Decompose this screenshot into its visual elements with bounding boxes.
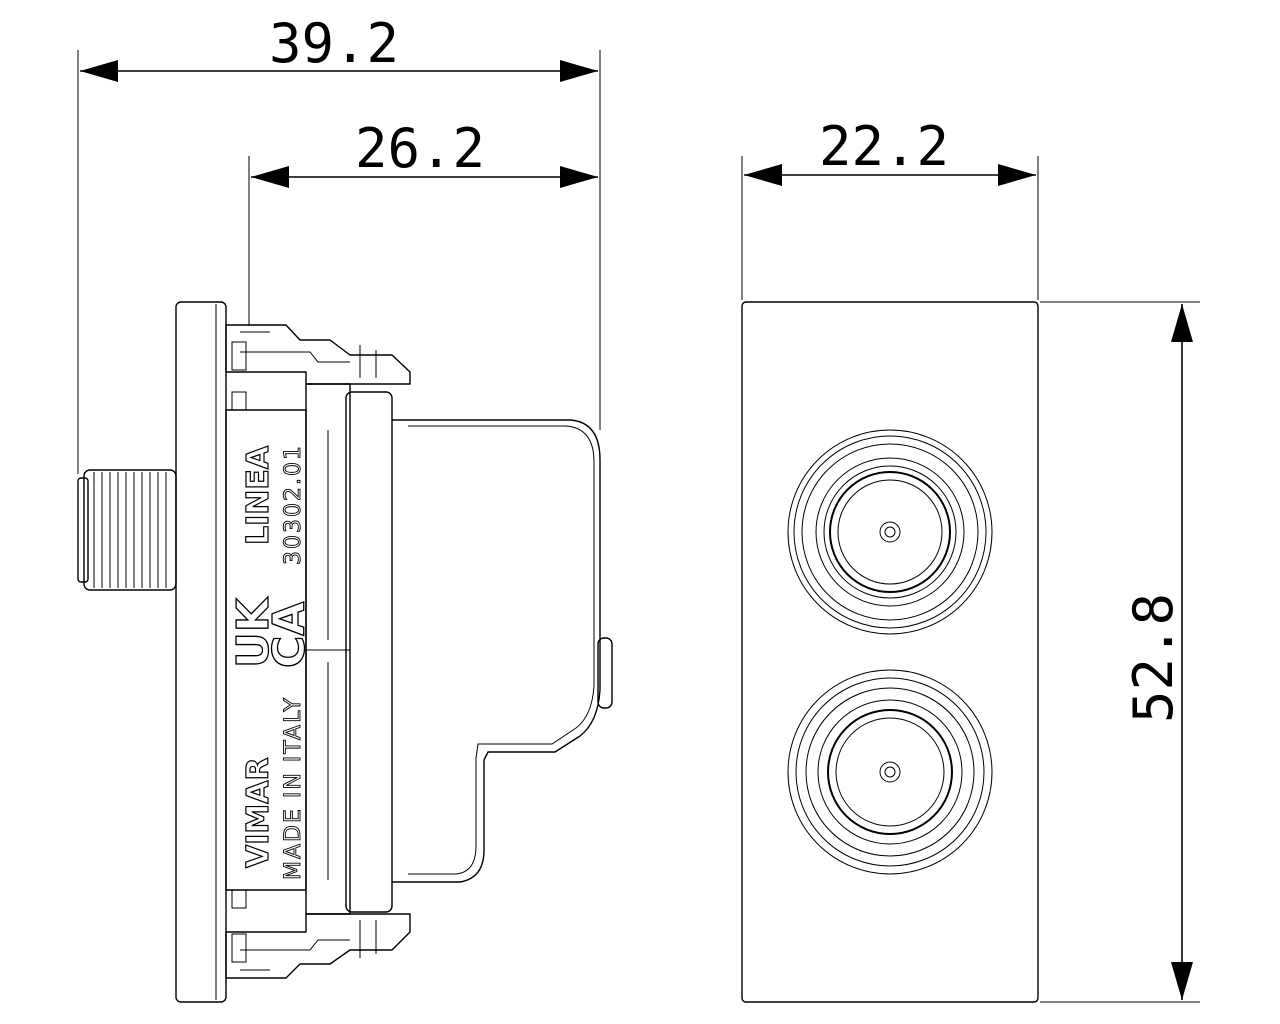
coax-socket-bottom — [787, 669, 993, 875]
dimension-label-body-depth: 26.2 — [355, 117, 485, 180]
front-plate — [175, 301, 227, 1003]
code-label: 30302.01 — [281, 444, 306, 565]
cert-mark-bottom: CA — [264, 602, 315, 668]
front-view — [741, 301, 1039, 1003]
dimension-overall-depth: 39.2 — [77, 12, 601, 474]
side-view: LINEA 30302.01 UK CA VIMAR MADE IN ITALY — [77, 301, 613, 1003]
dimension-label-height: 52.8 — [1122, 593, 1185, 723]
front-face — [741, 301, 1039, 1003]
origin-label: MADE IN ITALY — [281, 696, 306, 880]
dimension-height: 52.8 — [1040, 301, 1200, 1003]
dimension-width: 22.2 — [741, 115, 1039, 300]
threaded-connector — [77, 469, 177, 591]
cert-mark-top: UK — [228, 596, 279, 668]
dimension-label-overall-depth: 39.2 — [269, 12, 399, 75]
coax-socket-top — [787, 429, 993, 635]
dimension-label-width: 22.2 — [819, 115, 949, 178]
series-label: LINEA — [241, 445, 276, 545]
brand-label: VIMAR — [241, 757, 276, 868]
body-markings: LINEA 30302.01 UK CA VIMAR MADE IN ITALY — [227, 444, 315, 881]
dimension-body-depth: 26.2 — [248, 117, 598, 326]
module-body — [225, 324, 613, 979]
